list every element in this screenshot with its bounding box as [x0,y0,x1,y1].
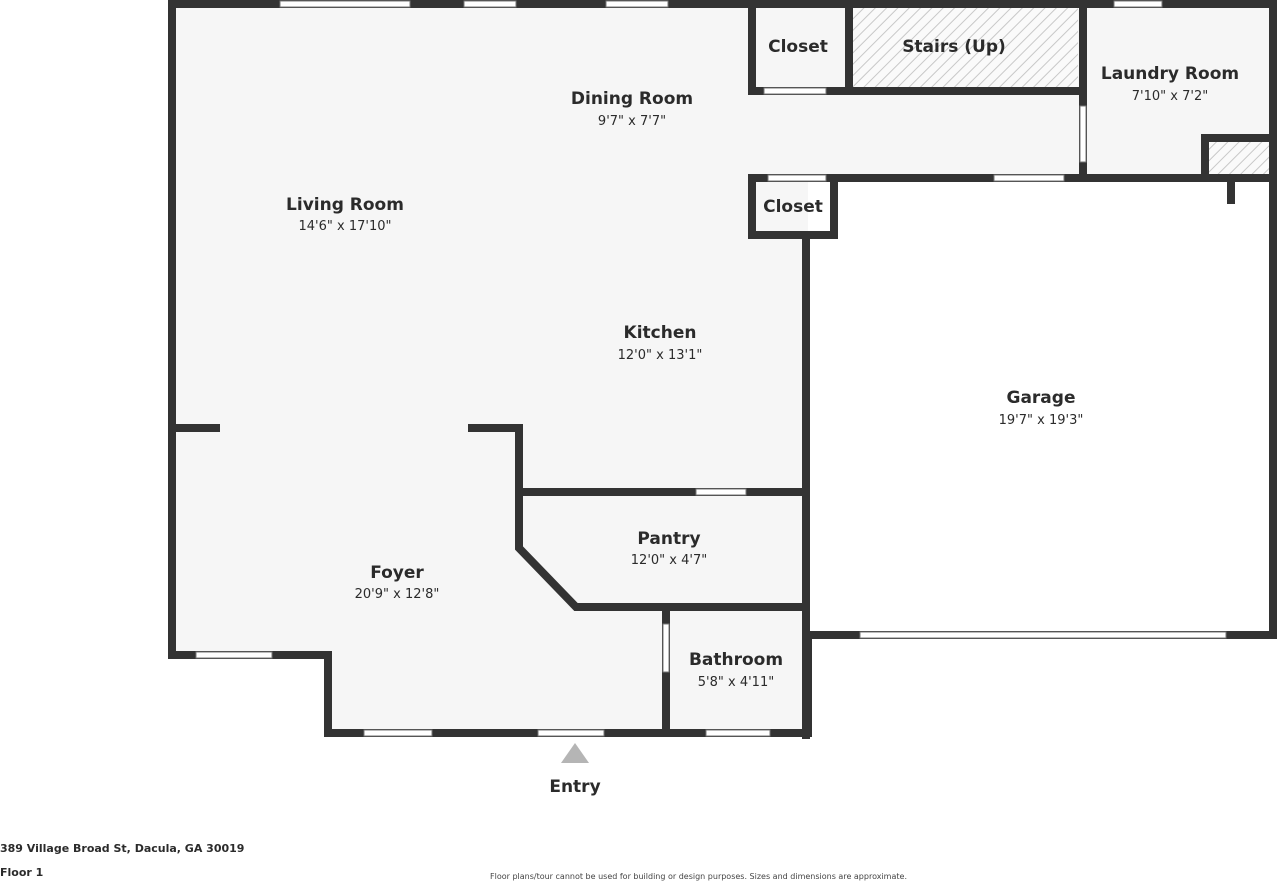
entry-arrow-icon [561,743,589,763]
stairs-hatch [849,7,1078,91]
floor-fill [172,4,1273,733]
room-closet-mid: Closet [763,197,823,217]
room-dimensions: 9'7" x 7'7" [598,114,666,129]
entry-label: Entry [549,777,600,797]
disclaimer-text: Floor plans/tour cannot be used for buil… [490,872,907,881]
room-name: Bathroom [689,650,783,670]
room-kitchen: Kitchen 12'0" x 13'1" [618,323,703,363]
room-name: Dining Room [571,89,693,109]
room-pantry: Pantry 12'0" x 4'7" [631,529,707,568]
room-laundry: Laundry Room 7'10" x 7'2" [1101,64,1239,104]
room-garage: Garage 19'7" x 19'3" [999,388,1084,428]
room-name: Kitchen [624,323,697,343]
room-closet-top: Closet [768,37,828,57]
room-foyer: Foyer 20'9" x 12'8" [355,563,440,602]
room-dimensions: 19'7" x 19'3" [999,413,1084,428]
room-stairs: Stairs (Up) [902,37,1006,57]
room-dimensions: 12'0" x 13'1" [618,348,703,363]
room-dimensions: 20'9" x 12'8" [355,587,440,602]
floor-label: Floor 1 [0,866,44,879]
room-dimensions: 7'10" x 7'2" [1132,89,1208,104]
laundry-chute-hatch [1207,142,1271,174]
address-text: 389 Village Broad St, Dacula, GA 30019 [0,842,245,855]
room-name: Foyer [370,563,424,583]
room-name: Laundry Room [1101,64,1239,84]
room-name: Living Room [286,195,404,215]
room-name: Pantry [637,529,700,549]
windows [195,0,1227,737]
room-dimensions: 12'0" x 4'7" [631,553,707,568]
room-dimensions: 14'6" x 17'10" [299,219,392,234]
room-dimensions: 5'8" x 4'11" [698,675,774,690]
room-name: Garage [1007,388,1076,408]
room-living: Living Room 14'6" x 17'10" [286,195,404,234]
room-bathroom: Bathroom 5'8" x 4'11" [689,650,783,690]
room-dining: Dining Room 9'7" x 7'7" [571,89,693,129]
